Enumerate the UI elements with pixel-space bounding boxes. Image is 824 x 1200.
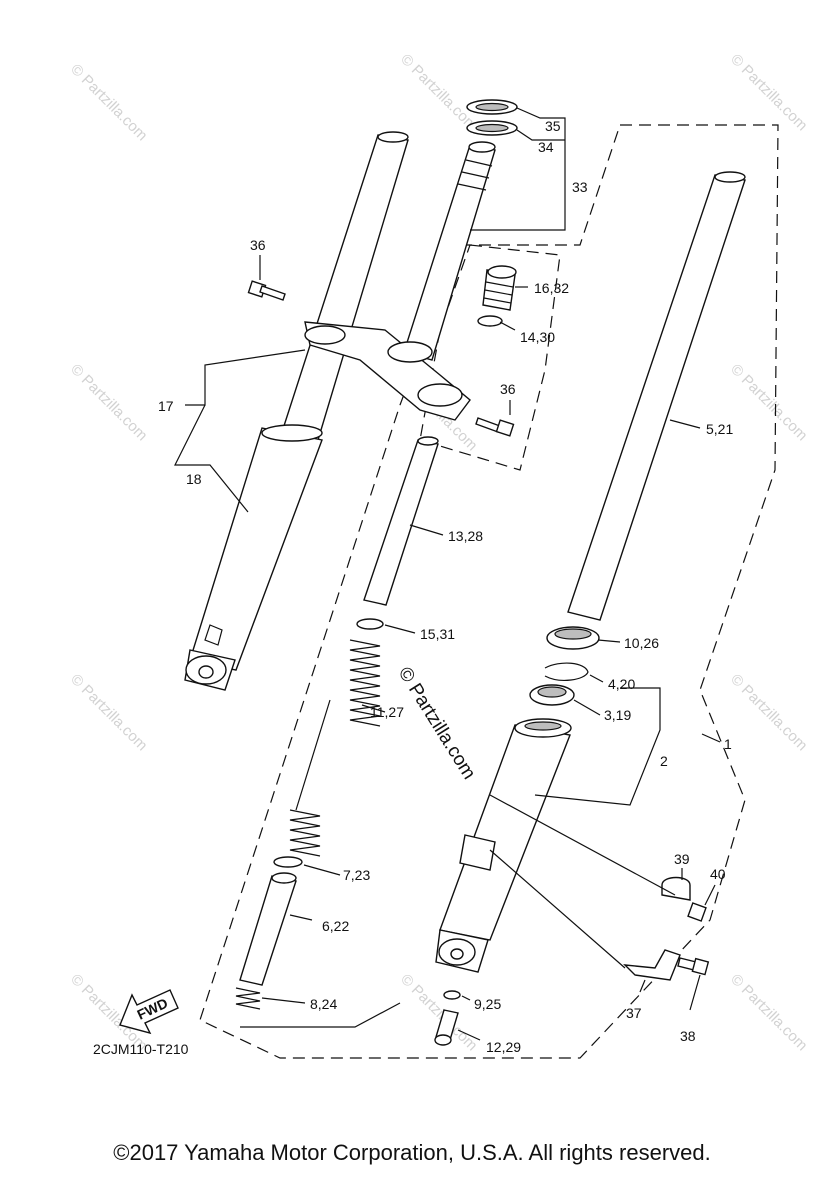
gasket: [443, 990, 461, 1000]
inner-tube-top: [714, 171, 746, 183]
front-fork-exploded-diagram: © Partzilla.com © Partzilla.com © Partzi…: [67, 51, 811, 1059]
outer-tube: [435, 718, 572, 973]
callout-12-29: 12,29: [486, 1039, 521, 1055]
watermark: © Partzilla.com: [727, 51, 810, 134]
callout-36-lower: 36: [500, 381, 516, 397]
damper-rod: [239, 872, 297, 986]
callout-34: 34: [538, 139, 554, 155]
left-fork-leg-assembly: [184, 131, 409, 691]
callout-18: 18: [186, 471, 202, 487]
spring-seat: [356, 618, 384, 630]
callout-1: 1: [724, 736, 732, 752]
callout-37: 37: [626, 1005, 642, 1021]
cap-bolt: [482, 265, 517, 311]
bearing-races: [466, 99, 518, 136]
callout-36-upper: 36: [250, 237, 266, 253]
watermark: © Partzilla.com: [727, 671, 810, 754]
callout-2: 2: [660, 753, 668, 769]
collar: [273, 856, 303, 868]
damper-tube-top: [417, 436, 439, 446]
circlip: [544, 662, 589, 681]
callout-38: 38: [680, 1028, 696, 1044]
o-ring: [477, 315, 503, 327]
fork-spring: [289, 639, 381, 857]
callout-33: 33: [572, 179, 588, 195]
copyright-notice: ©2017 Yamaha Motor Corporation, U.S.A. A…: [113, 1140, 711, 1165]
watermark-group: © Partzilla.com © Partzilla.com © Partzi…: [67, 51, 810, 1054]
callout-14-30: 14,30: [520, 329, 555, 345]
callout-35: 35: [545, 118, 561, 134]
hose-clamp: [661, 876, 707, 922]
watermark: © Partzilla.com: [67, 361, 150, 444]
watermark: © Partzilla.com: [67, 61, 150, 144]
pinch-bolt-upper: [247, 280, 286, 301]
pinch-bolt-lower: [475, 417, 515, 437]
callout-17: 17: [158, 398, 174, 414]
inner-tube: [567, 174, 746, 621]
callout-9-25: 9,25: [474, 996, 501, 1012]
assembly-outline-steering-stem: [419, 244, 561, 471]
callout-13-28: 13,28: [448, 528, 483, 544]
steering-stem-bracket: [304, 141, 496, 421]
callout-39: 39: [674, 851, 690, 867]
callout-16-32: 16,32: [534, 280, 569, 296]
callout-7-23: 7,23: [343, 867, 370, 883]
callout-4-20: 4,20: [608, 676, 635, 692]
diagram-code: 2CJM110-T210: [93, 1041, 189, 1057]
oil-seal: [546, 626, 600, 650]
bushing: [529, 684, 575, 706]
watermark: © Partzilla.com: [397, 51, 480, 134]
callout-10-26: 10,26: [624, 635, 659, 651]
leader-lines: [174, 107, 721, 1041]
damper-tube: [363, 439, 439, 606]
rebound-spring: [235, 987, 261, 1010]
callout-5-21: 5,21: [706, 421, 733, 437]
bracket: [623, 949, 710, 981]
watermark: © Partzilla.com: [727, 361, 810, 444]
callout-6-22: 6,22: [322, 918, 349, 934]
callout-3-19: 3,19: [604, 707, 631, 723]
callout-11-27: 11,27: [370, 704, 404, 720]
bottom-bolt: [434, 1009, 459, 1046]
callout-labels: 35 34 33 36 16,32 14,30 36 17 18 5,21 13…: [158, 118, 733, 1055]
callout-40: 40: [710, 866, 726, 882]
callout-8-24: 8,24: [310, 996, 337, 1012]
center-watermark: © Partzilla.com: [394, 664, 480, 784]
forward-arrow-icon: FWD: [119, 989, 179, 1035]
watermark: © Partzilla.com: [727, 971, 810, 1054]
callout-15-31: 15,31: [420, 626, 455, 642]
watermark: © Partzilla.com: [67, 671, 150, 754]
